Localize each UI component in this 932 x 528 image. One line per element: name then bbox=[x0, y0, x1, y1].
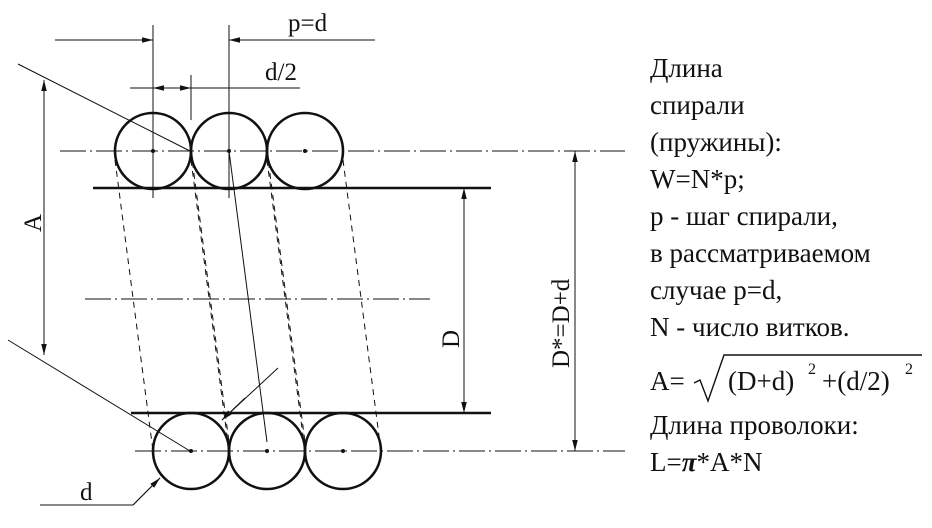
notes-line-3: (пружины): bbox=[650, 127, 782, 157]
formula-exp2: 2 bbox=[905, 361, 913, 378]
wire-length-title: Длина проволоки: bbox=[650, 410, 859, 440]
inner-diameter-label: D bbox=[438, 330, 465, 348]
notes-line-4: W=N*p; bbox=[650, 164, 745, 194]
notes-line-6: в рассматриваемом bbox=[650, 238, 871, 268]
wire-length-lhs: L= bbox=[650, 447, 682, 477]
pi-symbol: π bbox=[681, 447, 697, 477]
formula-term1: (D+d) bbox=[728, 366, 795, 396]
notes-line-2: спирали bbox=[650, 90, 745, 120]
wire-length-rest: *A*N bbox=[696, 447, 763, 477]
formula-lhs: A= bbox=[650, 366, 685, 396]
mean-diameter-dimension: D*=D+d bbox=[548, 151, 578, 451]
half-d-dimension: d/2 bbox=[130, 59, 300, 91]
half-d-label: d/2 bbox=[265, 59, 297, 86]
wire-dimension: d bbox=[40, 367, 279, 506]
bottom-coil-center-3 bbox=[341, 449, 345, 453]
pitch-label: p=d bbox=[288, 10, 328, 37]
wire-label: d bbox=[80, 479, 93, 506]
formula-exp1: 2 bbox=[808, 361, 816, 378]
axial-label: A bbox=[20, 214, 47, 232]
hidden-helix-lines bbox=[114, 150, 382, 452]
notes-line-5: p - шаг спирали, bbox=[650, 201, 838, 231]
notes-panel: Длина спирали (пружины): W=N*p; p - шаг … bbox=[650, 50, 930, 481]
notes-line-8: N - число витков. bbox=[650, 312, 850, 342]
pitch-dimension: p=d bbox=[55, 10, 375, 43]
axial-length-formula: A= (D+d) 2 +(d/2) 2 bbox=[650, 349, 930, 407]
helix-line-front bbox=[228, 150, 268, 443]
wire-length-formula: L=π*A*N bbox=[650, 444, 930, 481]
formula-term2: +(d/2) bbox=[822, 366, 890, 396]
notes-line-1: Длина bbox=[650, 53, 723, 83]
mean-diameter-label: D*=D+d bbox=[548, 278, 575, 368]
notes-line-7: случае p=d, bbox=[650, 275, 783, 305]
axial-dimension: A bbox=[7, 63, 191, 452]
top-coil-center-3 bbox=[303, 149, 307, 153]
inner-diameter-dimension: D bbox=[438, 188, 467, 413]
sqrt-sign-icon bbox=[693, 354, 922, 404]
